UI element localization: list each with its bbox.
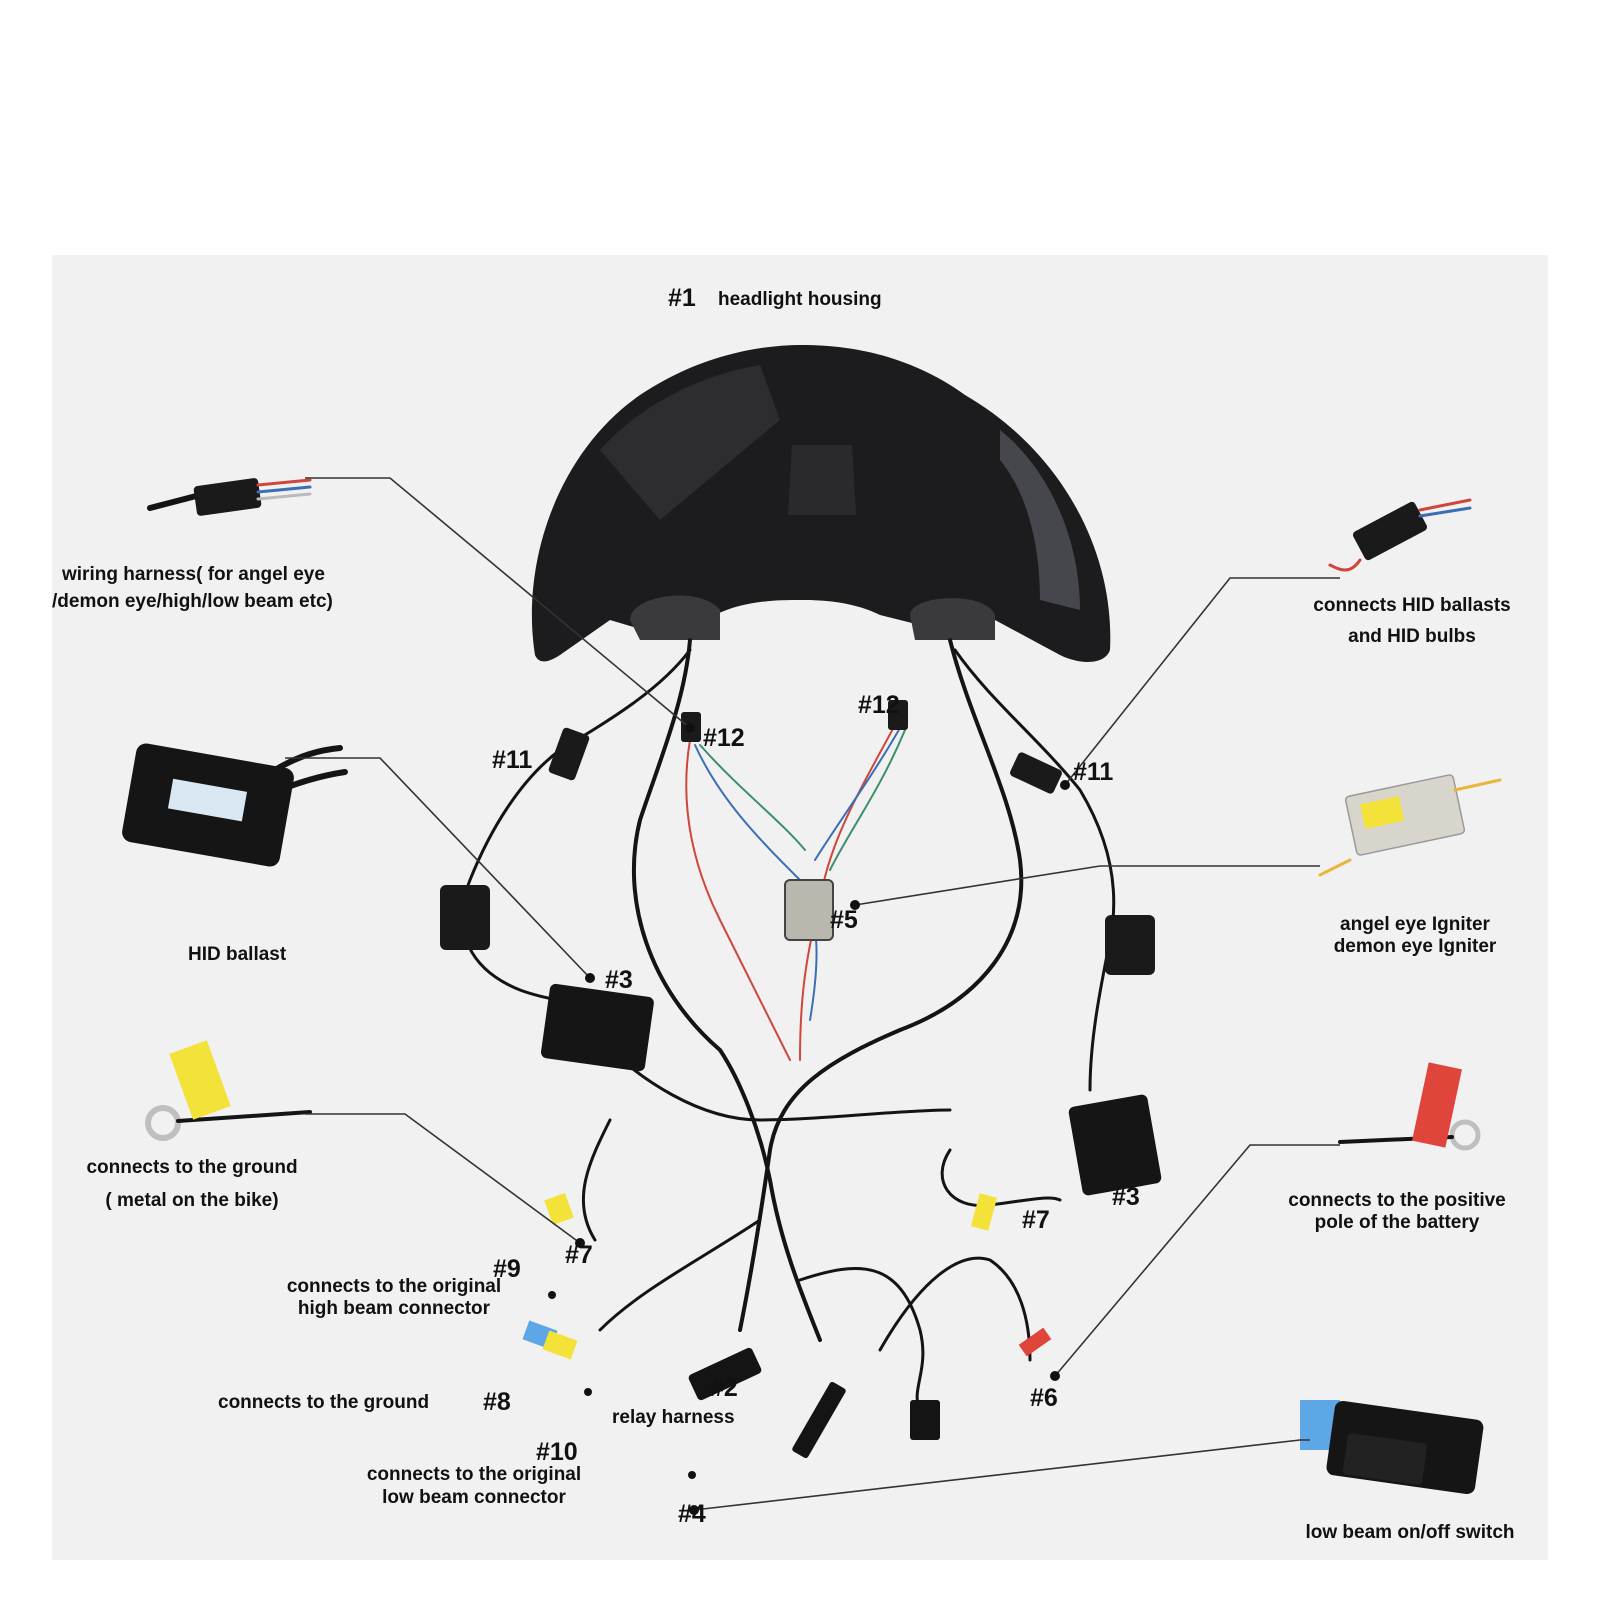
label-n12-right: #12 — [858, 691, 900, 719]
label-ground-line2: ( metal on the bike) — [105, 1190, 278, 1211]
label-demon-eye-igniter: demon eye Igniter — [1334, 936, 1497, 957]
igniter-thumbnail — [1318, 774, 1502, 877]
label-n7-right: #7 — [1022, 1206, 1050, 1234]
label-n1: #1 — [668, 284, 696, 312]
hid-ballast-thumbnail — [122, 743, 348, 867]
headlight-housing-image — [531, 345, 1111, 662]
label-n4: #4 — [678, 1500, 706, 1528]
label-high-beam-line2: high beam connector — [298, 1298, 491, 1319]
label-connects-hid-line1: connects HID ballasts — [1313, 595, 1510, 616]
label-positive-line1: connects to the positive — [1288, 1190, 1505, 1211]
label-n2: #2 — [710, 1374, 738, 1402]
label-ground-8: connects to the ground — [218, 1392, 429, 1413]
label-connects-hid-line2: and HID bulbs — [1348, 626, 1476, 647]
label-hid-ballast: HID ballast — [188, 944, 287, 965]
ground-ring-thumbnail — [145, 1040, 312, 1141]
label-wiring-harness-line2: /demon eye/high/low beam etc) — [52, 591, 333, 612]
label-n5: #5 — [830, 906, 858, 934]
label-n10: #10 — [536, 1438, 578, 1466]
label-low-beam-line2: low beam connector — [382, 1487, 566, 1508]
text-labels: #1 headlight housing wiring harness( for… — [52, 284, 1515, 1543]
hid-connector-thumbnail — [1328, 498, 1472, 572]
label-n6: #6 — [1030, 1384, 1058, 1412]
wiring-harness-thumbnail — [147, 478, 312, 516]
label-positive-line2: pole of the battery — [1315, 1212, 1480, 1233]
label-n8: #8 — [483, 1388, 511, 1416]
label-n11-left: #11 — [492, 746, 532, 774]
label-n11-right: #11 — [1073, 758, 1113, 786]
label-headlight-housing: headlight housing — [718, 289, 882, 310]
leader-lines — [285, 477, 1340, 1515]
label-n3-right: #3 — [1112, 1183, 1140, 1211]
label-relay-harness: relay harness — [612, 1407, 735, 1428]
label-n12-left: #12 — [703, 724, 745, 752]
label-low-beam-switch: low beam on/off switch — [1305, 1522, 1514, 1543]
label-angel-eye-igniter: angel eye Igniter — [1340, 914, 1491, 935]
label-wiring-harness-line1: wiring harness( for angel eye — [61, 564, 325, 585]
label-n9: #9 — [493, 1255, 521, 1283]
battery-ring-thumbnail — [1338, 1062, 1481, 1151]
label-n3-left: #3 — [605, 966, 633, 994]
wiring-harness-wires — [440, 638, 1162, 1459]
switch-thumbnail — [1300, 1400, 1484, 1495]
label-ground-line1: connects to the ground — [86, 1157, 297, 1178]
label-n7-left: #7 — [565, 1241, 593, 1269]
label-low-beam-line1: connects to the original — [367, 1464, 581, 1485]
label-high-beam-line1: connects to the original — [287, 1276, 501, 1297]
